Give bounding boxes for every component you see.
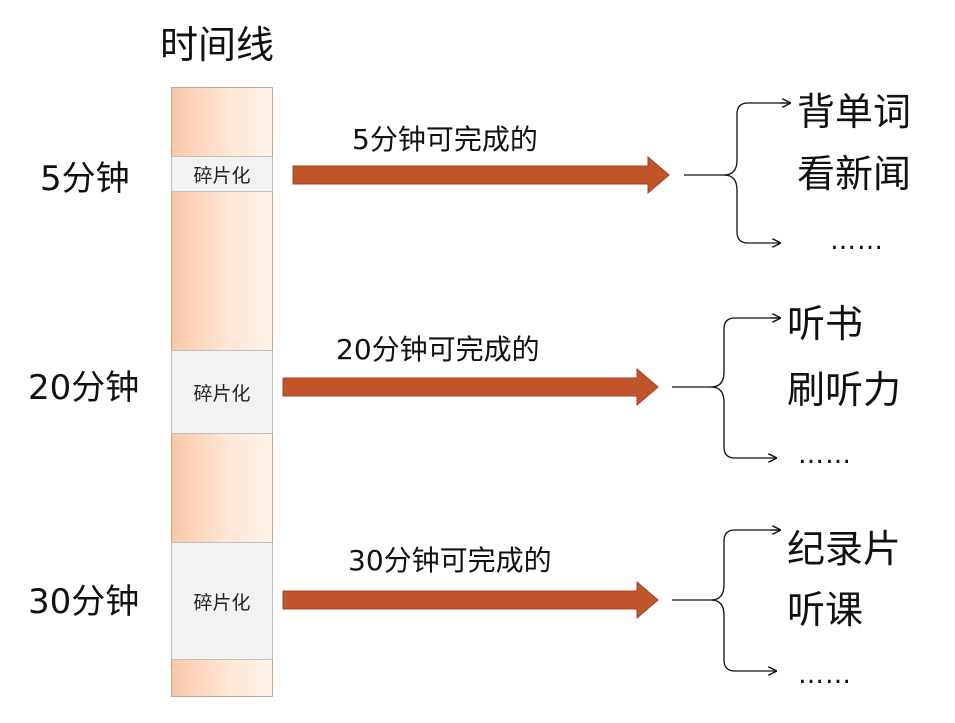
brace-30min bbox=[672, 530, 780, 671]
ellipsis: …… bbox=[798, 440, 852, 470]
list-item: 刷听力 bbox=[787, 368, 902, 412]
arrow-label-20min: 20分钟可完成的 bbox=[336, 333, 540, 366]
brace-5min bbox=[684, 103, 790, 243]
list-item: 听书 bbox=[787, 302, 864, 346]
list-item: 看新闻 bbox=[797, 152, 912, 196]
arrow-5min bbox=[292, 155, 670, 195]
ellipsis: …… bbox=[830, 226, 884, 256]
time-label-20min: 20分钟 bbox=[28, 368, 140, 408]
arrow-30min bbox=[282, 580, 659, 620]
fragment-label: 碎片化 bbox=[193, 382, 251, 405]
list-item: 纪录片 bbox=[787, 527, 902, 571]
fragment-block-5min: 碎片化 bbox=[171, 156, 273, 192]
list-item: 听课 bbox=[787, 588, 864, 632]
fragment-block-20min: 碎片化 bbox=[171, 350, 273, 434]
brace-20min bbox=[672, 318, 780, 458]
list-item: 背单词 bbox=[797, 90, 912, 134]
arrow-20min bbox=[282, 367, 659, 407]
fragment-label: 碎片化 bbox=[193, 591, 251, 614]
arrow-label-5min: 5分钟可完成的 bbox=[352, 123, 538, 156]
time-label-30min: 30分钟 bbox=[28, 582, 140, 622]
fragment-block-30min: 碎片化 bbox=[171, 542, 273, 660]
ellipsis: …… bbox=[798, 660, 852, 690]
timeline-title: 时间线 bbox=[160, 23, 275, 67]
fragment-label: 碎片化 bbox=[193, 164, 251, 187]
time-label-5min: 5分钟 bbox=[40, 159, 130, 199]
arrow-label-30min: 30分钟可完成的 bbox=[348, 544, 552, 577]
